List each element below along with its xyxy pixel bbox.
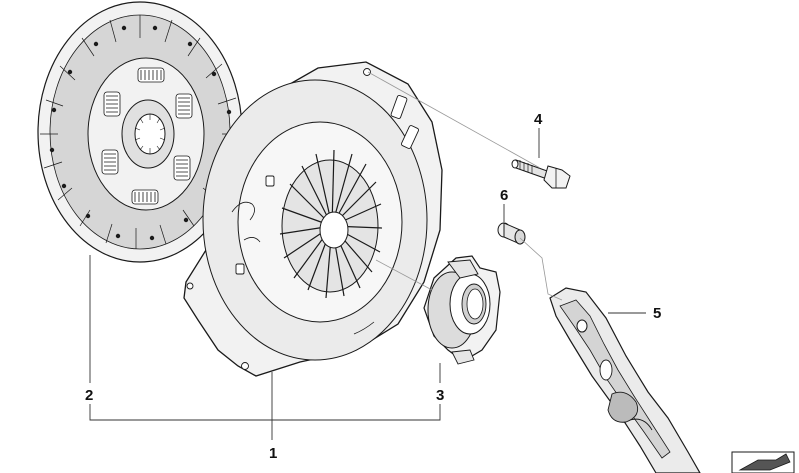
release-lever[interactable] — [549, 287, 701, 473]
callout-2: 2 — [85, 387, 94, 404]
callout-lines — [89, 128, 646, 440]
pivot-pin[interactable] — [497, 222, 526, 245]
clutch-pressure-plate[interactable] — [183, 61, 443, 377]
callout-3: 3 — [436, 387, 445, 404]
callout-5: 5 — [653, 305, 662, 322]
leader-lines — [367, 71, 563, 301]
parts-catalog-arrow-icon — [731, 451, 795, 473]
callout-4: 4 — [534, 111, 543, 128]
callout-6: 6 — [500, 187, 509, 204]
callout-1: 1 — [269, 445, 278, 462]
clutch-disc[interactable] — [37, 1, 243, 263]
release-bearing[interactable] — [423, 255, 501, 365]
bolt[interactable] — [511, 159, 571, 189]
